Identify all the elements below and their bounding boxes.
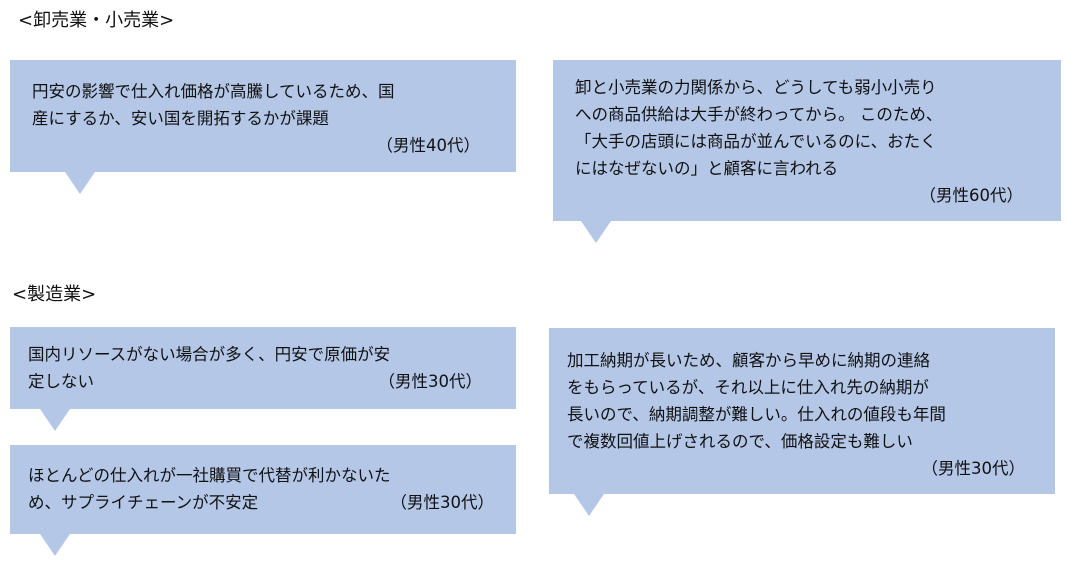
comment-line: をもらっているが、それ以上に仕入れ先の納期が	[567, 378, 929, 397]
comment-attribution: （男性30代）	[921, 459, 1026, 478]
comment-text: 加工納期が長いため、顧客から早めに納期の連絡 をもらっているが、それ以上に仕入れ…	[567, 347, 946, 455]
comment-bubble: ほとんどの仕入れが一社購買で代替が利かないた め、サプライチェーンが不安定 （男…	[10, 445, 516, 556]
comment-attribution: （男性60代）	[919, 186, 1024, 205]
comment-bubble: 国内リソースがない場合が多く、円安で原価が安 定しない （男性30代）	[10, 327, 516, 431]
comment-line: 国内リソースがない場合が多く、円安で原価が安	[28, 345, 391, 364]
comment-line: で複数回値上げされるので、価格設定も難しい	[567, 432, 913, 451]
comment-line: ほとんどの仕入れが一社購買で代替が利かないた	[28, 466, 391, 485]
comment-text: 国内リソースがない場合が多く、円安で原価が安 定しない	[28, 341, 390, 395]
comment-line: 卸と小売業の力関係から、どうしても弱小小売り	[575, 78, 937, 97]
comment-line: にはなぜないの」と顧客に言われる	[575, 159, 839, 178]
comment-bubble: 円安の影響で仕入れ価格が高騰しているため、国 産にするか、安い国を開拓するかが課…	[10, 60, 516, 194]
comment-line: 定しない	[28, 372, 94, 391]
comment-line: 「大手の店頭には商品が並んでいるのに、おたく	[575, 132, 937, 151]
comment-line: への商品供給は大手が終わってから。 このため、	[575, 105, 943, 124]
comment-text: 卸と小売業の力関係から、どうしても弱小小売り への商品供給は大手が終わってから。…	[575, 74, 942, 182]
comment-line: め、サプライチェーンが不安定	[28, 493, 259, 512]
comment-line: 加工納期が長いため、顧客から早めに納期の連絡	[567, 351, 930, 370]
section-heading-manufacturing: <製造業>	[12, 284, 97, 305]
comment-text: ほとんどの仕入れが一社購買で代替が利かないた め、サプライチェーンが不安定	[28, 462, 391, 516]
comment-line: 長いので、納期調整が難しい。仕入れの値段も年間	[567, 405, 946, 424]
comment-line: 産にするか、安い国を開拓するかが課題	[32, 109, 329, 128]
comment-text: 円安の影響で仕入れ価格が高騰しているため、国 産にするか、安い国を開拓するかが課…	[32, 78, 395, 132]
comment-attribution: （男性30代）	[378, 372, 483, 391]
comment-attribution: （男性40代）	[376, 136, 481, 155]
comment-line: 円安の影響で仕入れ価格が高騰しているため、国	[32, 82, 395, 101]
comment-bubble: 加工納期が長いため、顧客から早めに納期の連絡 をもらっているが、それ以上に仕入れ…	[549, 328, 1055, 516]
section-heading-wholesale-retail: <卸売業・小売業>	[18, 10, 175, 31]
comment-attribution: （男性30代）	[390, 493, 495, 512]
comment-bubble: 卸と小売業の力関係から、どうしても弱小小売り への商品供給は大手が終わってから。…	[553, 60, 1061, 243]
